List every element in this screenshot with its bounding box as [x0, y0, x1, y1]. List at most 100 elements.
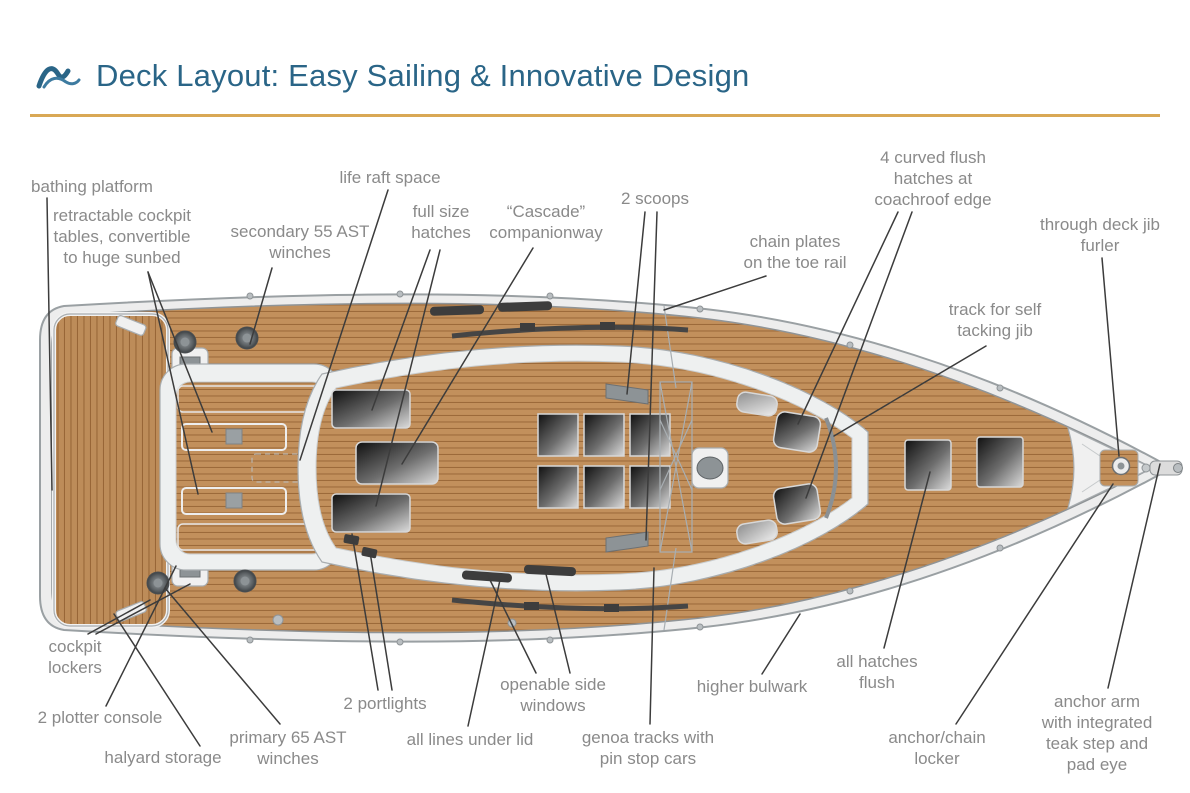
foredeck	[904, 436, 1024, 491]
curved-hatch	[772, 483, 822, 525]
table-insert	[225, 428, 243, 445]
label-primary-winches: primary 65 AST winches	[229, 728, 347, 769]
curved-hatch	[736, 519, 778, 545]
label-side-windows: openable side windows	[500, 675, 606, 716]
deck-hardware	[246, 290, 1004, 646]
label-portlights: 2 portlights	[343, 694, 427, 713]
header-rule	[30, 114, 1160, 117]
openable-window	[523, 564, 576, 577]
label-jib-furler: through deck jib furler	[1039, 215, 1161, 256]
leader-line-genoa-tracks	[649, 567, 655, 725]
leader-line-secondary-winches	[249, 267, 273, 345]
label-curved-hatches: 4 curved flush hatches at coachroof edge	[874, 148, 992, 210]
label-higher-bulwark: higher bulwark	[696, 677, 808, 696]
life-raft-locker	[251, 453, 333, 483]
coachroof-hatch	[583, 413, 625, 457]
leader-line-anchor-arm	[1107, 463, 1161, 689]
foredeck-hatch	[904, 439, 952, 491]
label-halyard-storage: halyard storage	[104, 748, 222, 767]
label-anchor-locker: anchor/chain locker	[888, 728, 986, 769]
coachroof-hatch	[629, 465, 671, 509]
label-genoa-tracks: genoa tracks with pin stop cars	[581, 728, 715, 769]
pin-stop-car	[600, 322, 615, 330]
label-plotter-console: 2 plotter console	[37, 708, 163, 727]
companionway-hatch	[331, 389, 411, 429]
curved-hatch	[736, 391, 778, 417]
curved-hatch	[772, 411, 822, 453]
leader-line-two-scoops	[626, 211, 646, 395]
leader-line-side-windows	[487, 575, 537, 674]
openable-window	[498, 301, 553, 312]
label-cascade-companionway: “Cascade” companionway	[489, 202, 603, 243]
leader-line-jib-furler	[1101, 257, 1120, 457]
portlight	[343, 534, 360, 545]
leader-line-anchor-locker	[955, 483, 1114, 725]
leader-line-jib-track	[833, 345, 987, 437]
cockpit-bench	[177, 385, 325, 413]
anchor-roller	[1173, 463, 1183, 473]
label-retractable-tables: retractable cockpit tables, convertible …	[53, 206, 191, 268]
pin-stop-car	[604, 604, 619, 612]
label-hatches-flush: all hatches flush	[836, 652, 918, 693]
leader-lines	[46, 189, 1161, 747]
label-full-size-hatches: full size hatches	[411, 202, 471, 243]
leader-line-curved-hatches	[805, 211, 913, 499]
coachroof	[297, 305, 869, 631]
companionway-slider	[355, 441, 439, 485]
leader-line-two-scoops	[645, 211, 658, 541]
header: Deck Layout: Easy Sailing & Innovative D…	[36, 58, 749, 94]
leader-line-lines-under-lid	[467, 579, 501, 727]
bow	[1067, 426, 1183, 510]
leader-line-portlights	[369, 551, 393, 691]
pad-eye	[1141, 463, 1151, 473]
leader-line-cockpit-lockers	[95, 583, 191, 635]
leader-line-retractable-tables	[147, 271, 199, 495]
leader-line-primary-winches	[164, 587, 281, 725]
leader-line-plotter-console	[105, 565, 177, 707]
label-lines-under-lid: all lines under lid	[406, 730, 534, 749]
self-tacking-track	[824, 417, 838, 519]
leader-line-chain-plates	[663, 275, 767, 311]
scoop	[605, 531, 649, 553]
leader-line-portlights	[351, 533, 379, 691]
genoa-track	[451, 597, 689, 612]
openable-window	[430, 305, 485, 316]
foredeck-hatch	[976, 436, 1024, 488]
cockpit-bench	[177, 523, 325, 551]
pin-stop-car	[524, 602, 539, 610]
mast-foot	[696, 456, 724, 480]
leader-line-hatches-flush	[883, 471, 931, 649]
leader-line-halyard-storage	[113, 613, 201, 747]
companionway-hatch	[331, 493, 411, 533]
label-cockpit-lockers: cockpit lockers	[48, 637, 102, 678]
label-jib-track: track for self tacking jib	[948, 300, 1042, 341]
leader-line-curved-hatches	[797, 211, 899, 425]
label-bathing-platform: bathing platform	[31, 177, 153, 196]
page-title: Deck Layout: Easy Sailing & Innovative D…	[96, 58, 750, 93]
openable-window	[461, 570, 512, 583]
stern-step	[115, 315, 147, 336]
label-two-scoops: 2 scoops	[620, 189, 690, 208]
leader-line-full-size-hatches	[371, 249, 431, 411]
coachroof-hatch	[537, 413, 579, 457]
brand-wave-logo-icon	[36, 66, 81, 89]
winches	[146, 326, 259, 595]
coachroof-hatch	[537, 465, 579, 509]
leader-line-retractable-tables	[147, 271, 213, 433]
leader-line-cockpit-lockers	[87, 599, 151, 635]
label-secondary-winches: secondary 55 AST winches	[230, 222, 370, 263]
table-insert	[225, 492, 243, 509]
leader-line-full-size-hatches	[375, 249, 441, 507]
coachroof-hatch	[583, 465, 625, 509]
label-chain-plates: chain plates on the toe rail	[743, 232, 847, 273]
leader-line-higher-bulwark	[761, 613, 801, 675]
label-life-raft-space: life raft space	[339, 168, 441, 187]
pin-stop-car	[520, 323, 535, 331]
genoa-track	[451, 324, 689, 339]
leader-line-life-raft-space	[299, 189, 389, 461]
leader-line-cascade-companionway	[401, 247, 534, 465]
leader-line-bathing-platform	[46, 197, 53, 491]
leader-line-side-windows	[544, 569, 571, 674]
